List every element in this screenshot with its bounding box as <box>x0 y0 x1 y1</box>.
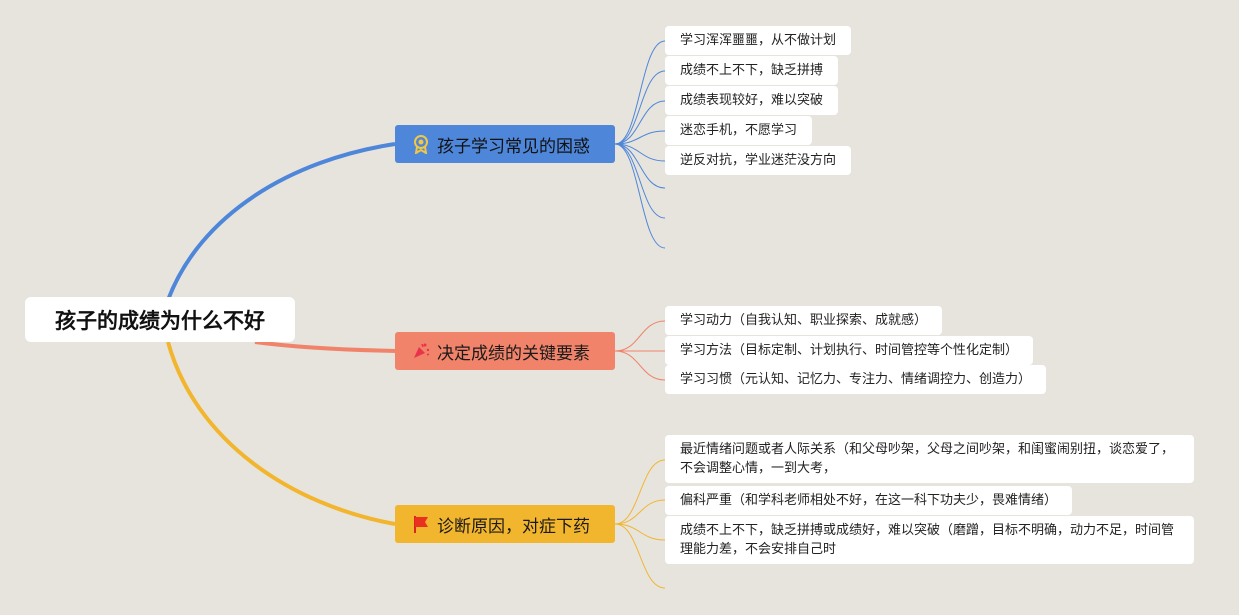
connector-root-branch1 <box>166 142 396 301</box>
branch-node-key-factors[interactable]: 决定成绩的关键要素 <box>395 332 615 370</box>
branch-node-diagnosis[interactable]: 诊断原因，对症下药 <box>395 505 615 543</box>
party-popper-icon <box>411 341 431 361</box>
leaf-item[interactable]: 成绩不上不下，缺乏拼搏或成绩好，难以突破（磨蹭，目标不明确，动力不足，时间管理能… <box>665 516 1194 564</box>
connectors-branch3 <box>614 459 666 589</box>
award-medal-icon <box>411 134 431 155</box>
leaf-item[interactable]: 偏科严重（和学科老师相处不好，在这一科下功夫少，畏难情绪） <box>665 486 1073 515</box>
branch-label: 决定成绩的关键要素 <box>437 343 590 364</box>
branch-node-common-confusions[interactable]: 孩子学习常见的困惑 <box>395 125 615 163</box>
connector-root-branch2 <box>254 340 396 353</box>
leaf-item[interactable]: 最近情绪问题或者人际关系（和父母吵架，父母之间吵架，和闺蜜闹别扭，谈恋爱了，不会… <box>665 435 1194 483</box>
leaf-item[interactable]: 学习浑浑噩噩，从不做计划 <box>665 26 852 55</box>
leaf-item[interactable]: 学习习惯（元认知、记忆力、专注力、情绪调控力、创造力） <box>665 365 1047 394</box>
leaf-item[interactable]: 逆反对抗，学业迷茫没方向 <box>665 146 852 175</box>
connector-root-branch3 <box>166 341 396 526</box>
leaf-item[interactable]: 迷恋手机，不愿学习 <box>665 116 813 145</box>
red-flag-icon <box>411 514 431 534</box>
leaf-item[interactable]: 学习动力（自我认知、职业探索、成就感） <box>665 306 943 335</box>
leaf-item[interactable]: 成绩不上不下，缺乏拼搏 <box>665 56 839 85</box>
connectors-branch2 <box>614 320 666 381</box>
branch-label: 诊断原因，对症下药 <box>437 516 590 537</box>
connectors-branch1 <box>614 40 666 249</box>
leaf-item[interactable]: 成绩表现较好，难以突破 <box>665 86 839 115</box>
leaf-item[interactable]: 学习方法（目标定制、计划执行、时间管控等个性化定制） <box>665 336 1034 365</box>
root-node[interactable]: 孩子的成绩为什么不好 <box>25 297 295 342</box>
branch-label: 孩子学习常见的困惑 <box>437 136 590 157</box>
root-title: 孩子的成绩为什么不好 <box>55 308 265 333</box>
